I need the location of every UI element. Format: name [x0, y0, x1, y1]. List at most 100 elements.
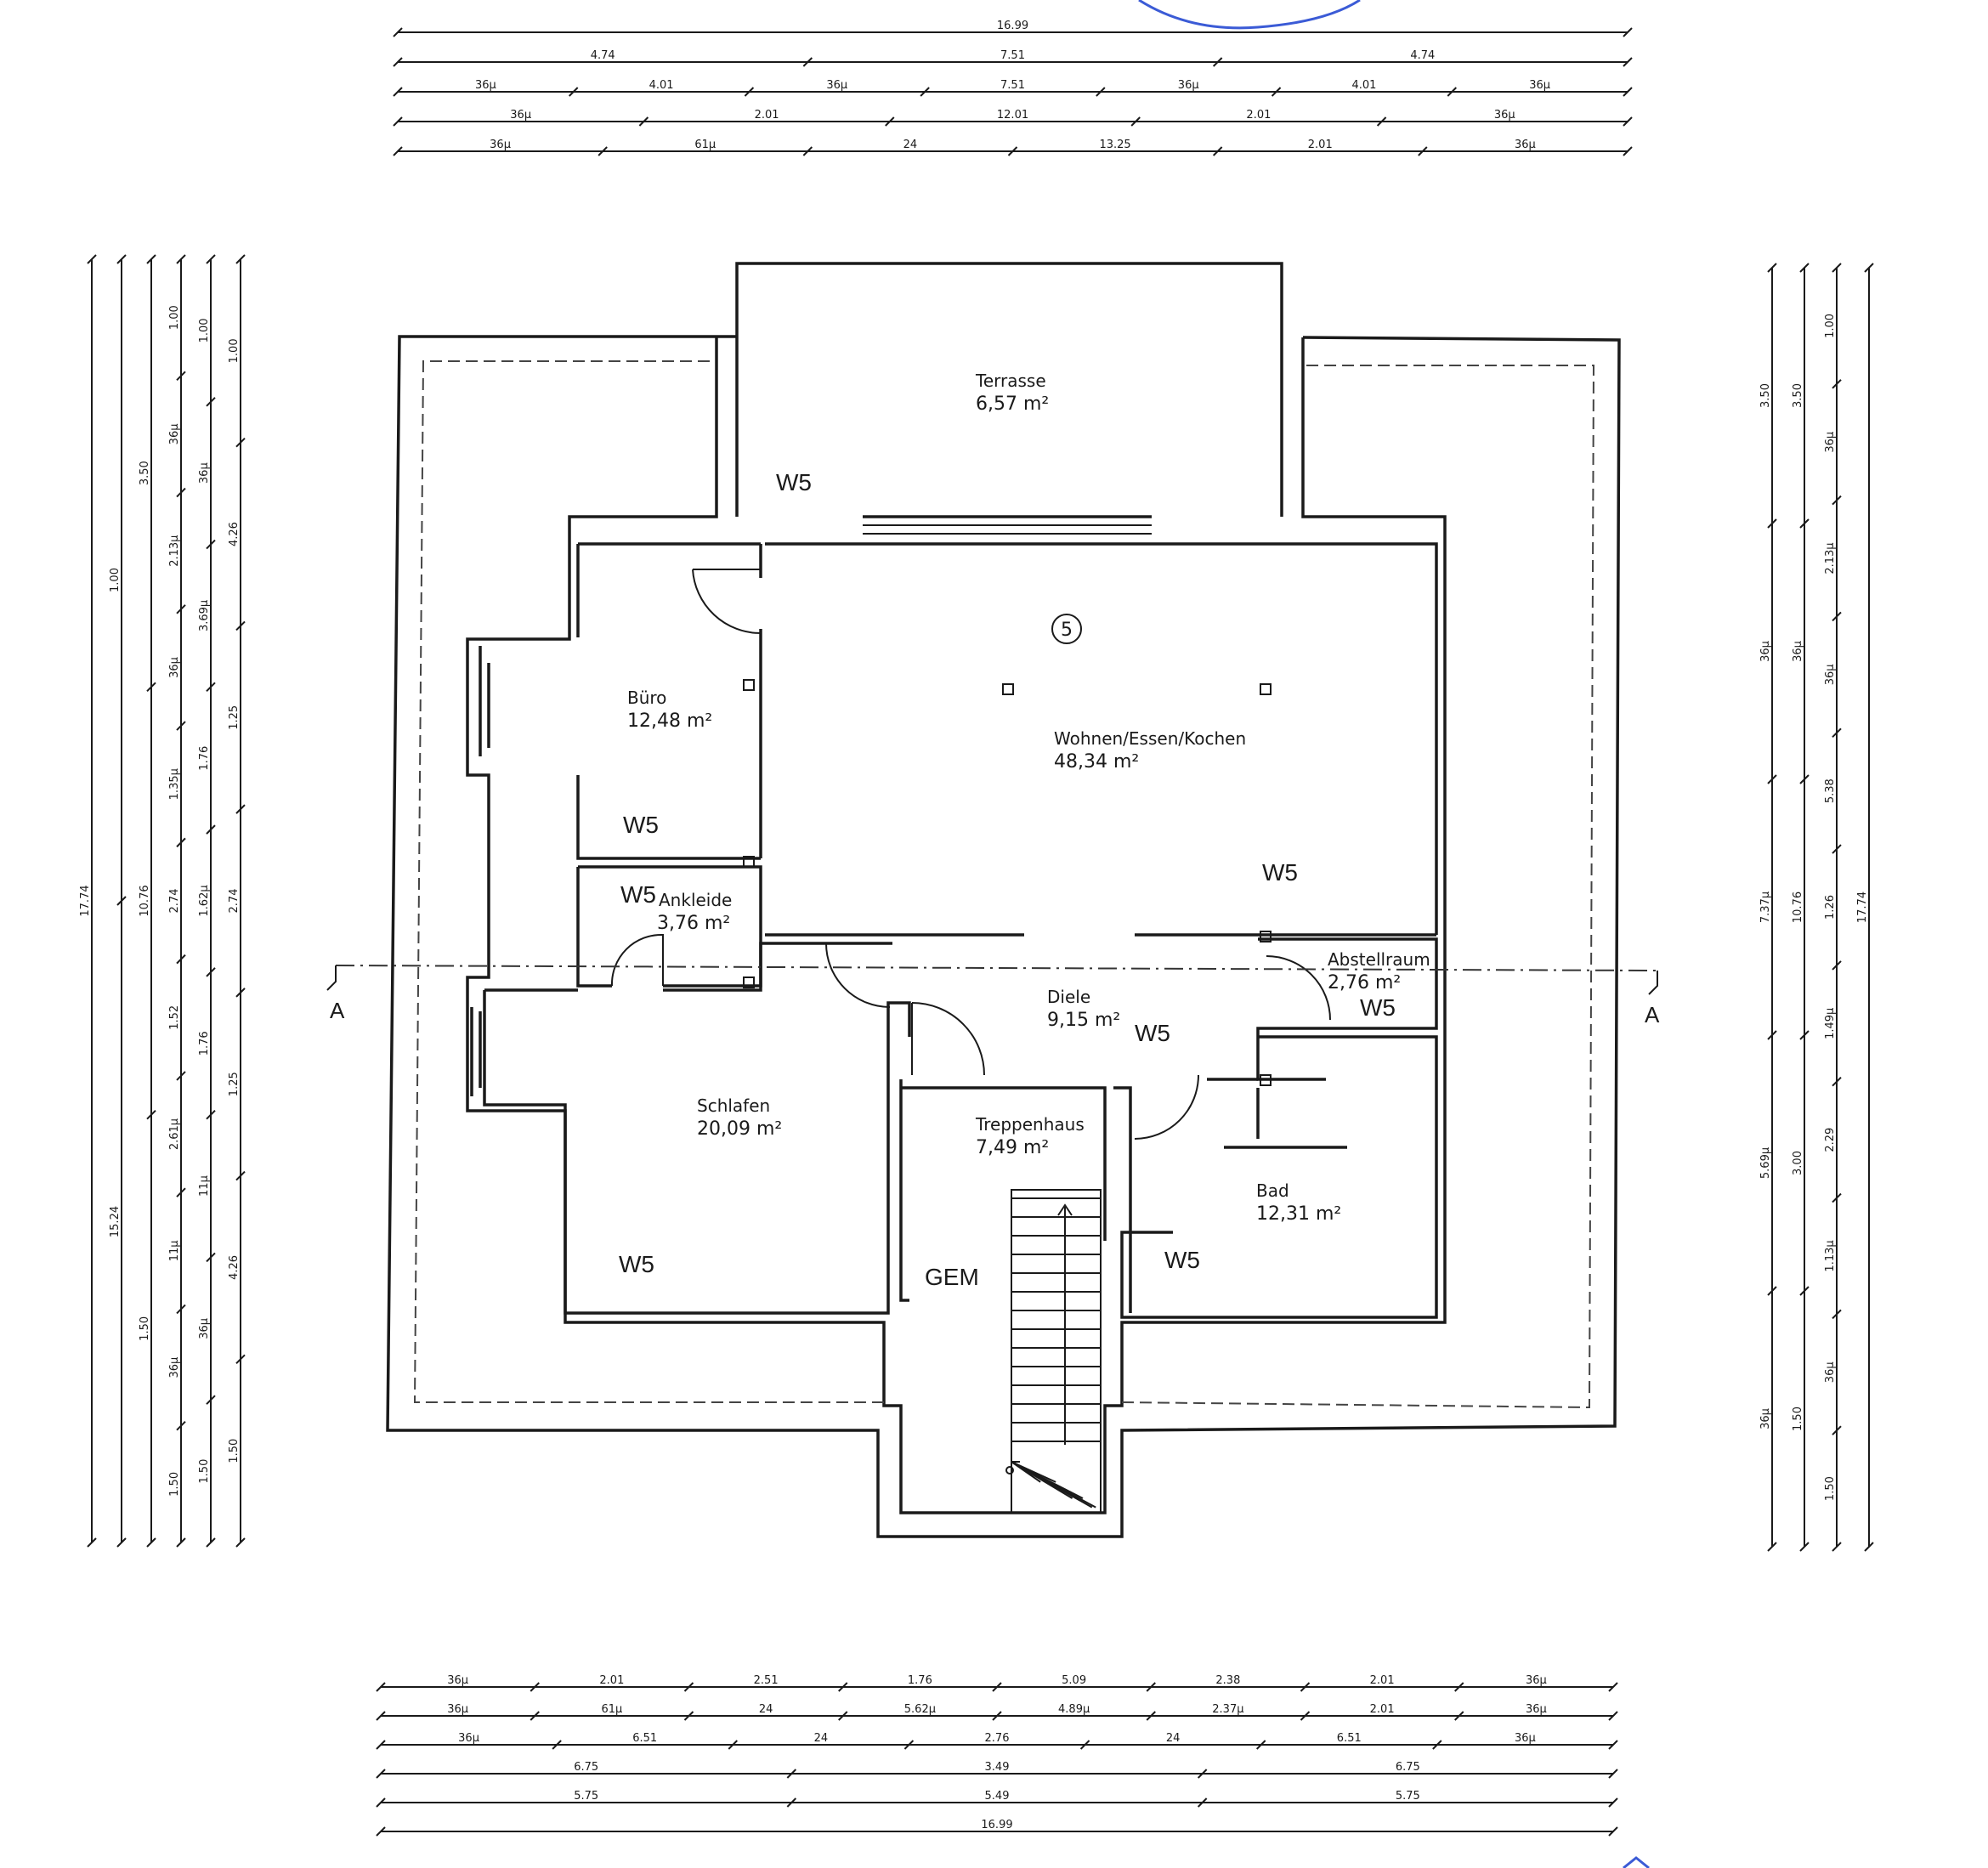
dimension-tick	[1623, 57, 1633, 67]
wall-tag: W5	[1262, 859, 1298, 886]
dimension-tick	[116, 896, 127, 906]
dimension-label: 1.00	[109, 568, 122, 592]
dimension-label: 1.26	[1824, 895, 1837, 920]
dimension-label: 36µ	[510, 109, 531, 122]
dimension-label: 3.50	[139, 461, 151, 485]
dimension-label: 11µ	[198, 1175, 211, 1197]
dimension-tick	[235, 254, 246, 264]
dimension-label: 36µ	[1526, 1703, 1547, 1716]
dimension-tick	[235, 620, 246, 631]
dimension-tick	[992, 1711, 1002, 1721]
dimension-tick	[1864, 1542, 1874, 1552]
room-area-terrasse: 6,57 m²	[976, 393, 1049, 415]
dimension-label: 1.25	[228, 1072, 241, 1096]
dimension-tick	[1832, 960, 1842, 971]
section-arrow-left	[326, 965, 337, 991]
dimension-tick	[206, 967, 216, 977]
dimension-label: 36µ	[1178, 79, 1199, 92]
section-line	[335, 965, 1658, 971]
room-area-buero: 12,48 m²	[627, 710, 712, 732]
dimension-tick	[206, 824, 216, 835]
dimension-tick	[1146, 1711, 1156, 1721]
dimension-label: 2.74	[228, 889, 241, 914]
dimension-label: 36µ	[447, 1703, 468, 1716]
dimension-tick	[393, 57, 403, 67]
dimension-label: 2.01	[1308, 139, 1333, 151]
dimension-label: 4.01	[649, 79, 674, 92]
dimension-tick	[235, 804, 246, 814]
wall-tags: W5 W5 W5 W5 W5 W5 W5 W5	[619, 469, 1396, 1277]
dimension-label: 12.01	[997, 109, 1028, 122]
dimension-tick	[87, 254, 97, 264]
dimension-label: 24	[903, 139, 918, 151]
dimension-tick	[1300, 1711, 1311, 1721]
dimension-tick	[1832, 611, 1842, 622]
dimension-label: 36µ	[1494, 109, 1515, 122]
dimension-label: 16.99	[981, 1819, 1012, 1831]
dimension-label: 1.13µ	[1824, 1240, 1837, 1271]
dimension-label: 2.38	[1215, 1674, 1240, 1687]
dimension-tick	[786, 1769, 797, 1779]
dimension-tick	[802, 146, 813, 156]
dimension-tick	[146, 1537, 156, 1548]
dimension-tick	[683, 1682, 694, 1692]
dimension-tick	[728, 1740, 738, 1750]
dimension-label: 2.74	[168, 889, 181, 914]
dimension-label: 6.75	[574, 1761, 598, 1774]
dimension-tick	[802, 57, 813, 67]
dimension-label: 4.74	[591, 49, 615, 62]
dimension-tick	[176, 604, 186, 614]
dimension-tick	[1096, 87, 1106, 97]
dimension-tick	[1832, 1542, 1842, 1552]
dimension-label: 13.25	[1099, 139, 1130, 151]
dimension-label: 36µ	[826, 79, 847, 92]
dimension-tick	[838, 1711, 848, 1721]
dimension-label: 15.24	[109, 1206, 122, 1237]
room-area-treppenhaus: 7,49 m²	[976, 1137, 1049, 1158]
dimension-tick	[176, 1537, 186, 1548]
room-name-bad: Bad	[1256, 1180, 1289, 1201]
dimension-label: 1.35µ	[168, 768, 181, 800]
dimension-tick	[1864, 263, 1874, 273]
dimension-label: 2.61µ	[168, 1118, 181, 1150]
dimension-tick	[1832, 1192, 1842, 1203]
door-treppenhaus	[911, 1002, 985, 1076]
dimension-label: 2.01	[755, 109, 779, 122]
dimension-tick	[838, 1682, 848, 1692]
stamp-seal	[1138, 0, 1361, 30]
dimension-label: 1.00	[228, 338, 241, 363]
dimension-label: 10.76	[139, 885, 151, 916]
stamp-seal-mark	[1623, 1856, 1650, 1868]
bay-window-buero	[479, 646, 490, 756]
dimension-tick	[1832, 1077, 1842, 1087]
dimension-tick	[1212, 57, 1223, 67]
room-name-treppenhaus: Treppenhaus	[975, 1114, 1085, 1135]
door-ankleide	[610, 933, 664, 987]
dimension-tick	[1799, 774, 1810, 784]
dimension-label: 10.76	[1792, 892, 1804, 923]
wall-tag: W5	[1164, 1247, 1200, 1273]
dimension-tick	[1799, 1030, 1810, 1040]
dimension-chains-left: 17.741.0015.243.5010.761.501.0036µ2.13µ3…	[79, 254, 246, 1548]
dimension-tick	[1767, 1542, 1777, 1552]
wall-treppenhaus	[901, 1086, 1132, 1313]
dimension-tick	[235, 988, 246, 998]
dimension-tick	[1767, 774, 1777, 784]
staircase	[1005, 1189, 1102, 1514]
gem-label: GEM	[925, 1264, 979, 1290]
wall-tag: W5	[619, 1251, 654, 1277]
dimension-tick	[1623, 116, 1633, 127]
dimension-label: 36µ	[1759, 1408, 1772, 1429]
dimension-tick	[1799, 1542, 1810, 1552]
dimension-tick	[376, 1740, 386, 1750]
room-area-abstellraum: 2,76 m²	[1328, 972, 1401, 993]
dimension-tick	[1608, 1769, 1618, 1779]
dimension-tick	[1432, 1740, 1442, 1750]
dimension-label: 1.25	[228, 705, 241, 730]
dimension-label: 4.01	[1351, 79, 1376, 92]
dimension-tick	[116, 1537, 127, 1548]
room-area-diele: 9,15 m²	[1047, 1010, 1120, 1031]
wall-tag: W5	[1360, 994, 1396, 1021]
dimension-label: 6.51	[632, 1732, 657, 1745]
dimension-label: 5.69µ	[1759, 1147, 1772, 1179]
